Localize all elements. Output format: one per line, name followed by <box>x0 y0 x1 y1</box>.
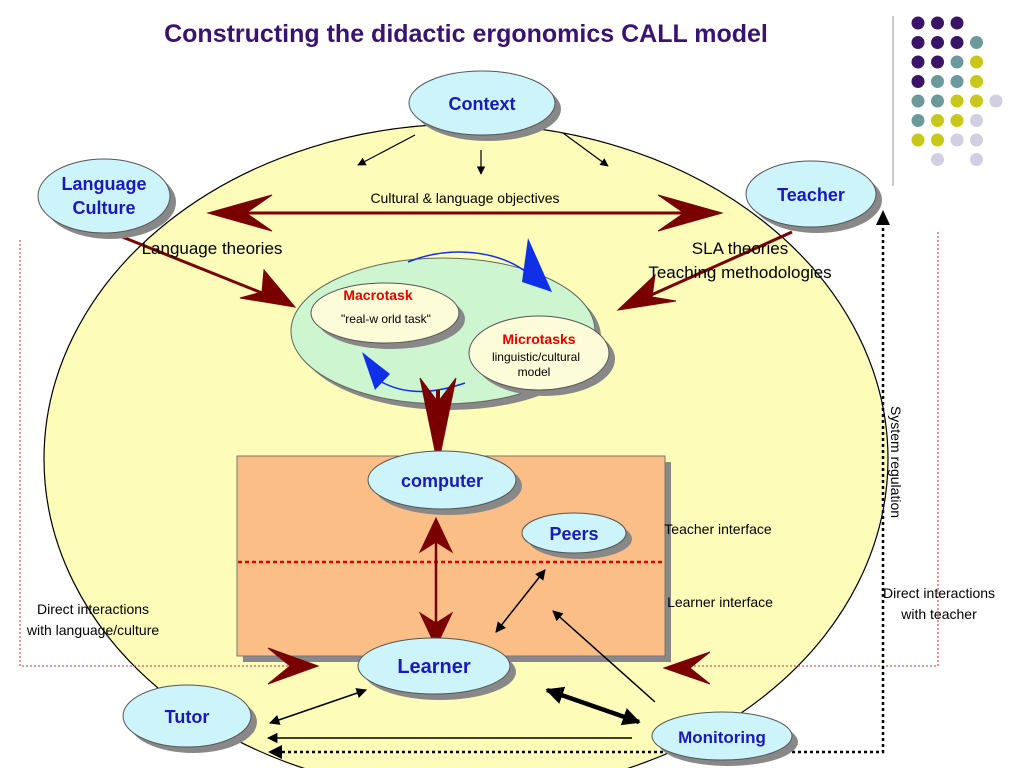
decorative-dot <box>970 94 983 108</box>
decorative-dot <box>970 55 983 69</box>
diagram-title: Constructing the didactic ergonomics CAL… <box>164 20 768 48</box>
node-learner-label: Learner <box>397 656 471 678</box>
microtasks-subtitle-2: model <box>518 365 551 379</box>
dotted-frame <box>19 232 939 667</box>
sla-theories-label: SLA theories <box>692 239 788 258</box>
task-cycle-arrows <box>362 238 552 393</box>
node-context: Context <box>408 70 561 141</box>
teacher-interface-label: Teacher interface <box>664 521 772 537</box>
language-theories-label: Language theories <box>142 239 283 258</box>
decorative-dot <box>911 114 925 127</box>
microtasks-title: Microtasks <box>502 331 575 347</box>
decorative-dot <box>911 16 925 30</box>
decorative-dot <box>931 36 944 49</box>
direct-interactions-lc-2: with language/culture <box>26 622 160 638</box>
node-teacher-label: Teacher <box>777 185 845 205</box>
decorative-dot <box>950 133 964 147</box>
system-regulation-label: System regulation <box>888 406 904 518</box>
context-arrows <box>357 132 609 175</box>
decorative-dot <box>950 114 964 127</box>
decorative-dot <box>970 114 983 127</box>
macrotask-subtitle: "real-w orld task" <box>341 312 431 326</box>
node-learner: Learner <box>357 637 516 700</box>
node-computer-label: computer <box>401 471 483 491</box>
decorative-dot <box>911 133 925 147</box>
decorative-dot <box>911 94 925 108</box>
interaction-arrows <box>266 569 656 744</box>
red-arrows <box>109 194 793 685</box>
node-computer: computer <box>367 450 522 515</box>
node-peers-label: Peers <box>549 524 598 544</box>
decorative-dot <box>970 75 983 88</box>
decorative-dot <box>970 36 983 49</box>
decorative-dot <box>931 55 944 69</box>
learner-interface-label: Learner interface <box>667 594 773 610</box>
decorative-dot <box>931 75 944 88</box>
node-language-label: Language <box>61 174 146 194</box>
regulation-path <box>276 222 885 754</box>
decorative-dot-grid <box>911 16 1003 166</box>
node-context-label: Context <box>449 94 516 114</box>
decorative-dot <box>950 75 964 88</box>
direct-interactions-teacher-1: Direct interactions <box>883 585 995 601</box>
direct-interactions-lc-1: Direct interactions <box>37 601 149 617</box>
teaching-methodologies-label: Teaching methodologies <box>648 263 831 282</box>
node-macrotask: Macrotask "real-w orld task" <box>310 282 465 349</box>
node-language-culture: Language Culture <box>37 158 176 239</box>
decorative-dot <box>911 55 925 69</box>
decorative-dot <box>970 153 983 166</box>
decorative-dot <box>911 36 925 49</box>
decorative-dot <box>931 94 944 108</box>
decorative-dot <box>950 55 964 69</box>
node-monitoring-label: Monitoring <box>678 728 766 747</box>
macrotask-title: Macrotask <box>343 287 412 303</box>
node-culture-label: Culture <box>73 198 136 218</box>
decorative-dot <box>931 133 944 147</box>
computer-learner-arrow <box>418 516 454 649</box>
decorative-dot <box>950 94 964 108</box>
cultural-objectives-label: Cultural & language objectives <box>370 190 559 206</box>
decorative-dot <box>989 94 1003 108</box>
node-peers: Peers <box>521 512 632 559</box>
decorative-dot <box>911 75 925 88</box>
decorative-dot <box>931 153 944 166</box>
node-tutor-label: Tutor <box>165 707 210 727</box>
decorative-dot <box>970 133 983 147</box>
decorative-dot <box>931 114 944 127</box>
microtasks-subtitle-1: linguistic/cultural <box>492 350 580 364</box>
node-monitoring: Monitoring <box>651 711 798 766</box>
decorative-dot <box>950 16 964 30</box>
decorative-dot <box>931 16 944 30</box>
direct-interactions-teacher-2: with teacher <box>900 606 977 622</box>
decorative-dot <box>950 36 964 49</box>
node-microtasks: Microtasks linguistic/cultural model <box>468 315 615 396</box>
node-tutor: Tutor <box>122 684 257 753</box>
node-teacher: Teacher <box>745 160 882 233</box>
